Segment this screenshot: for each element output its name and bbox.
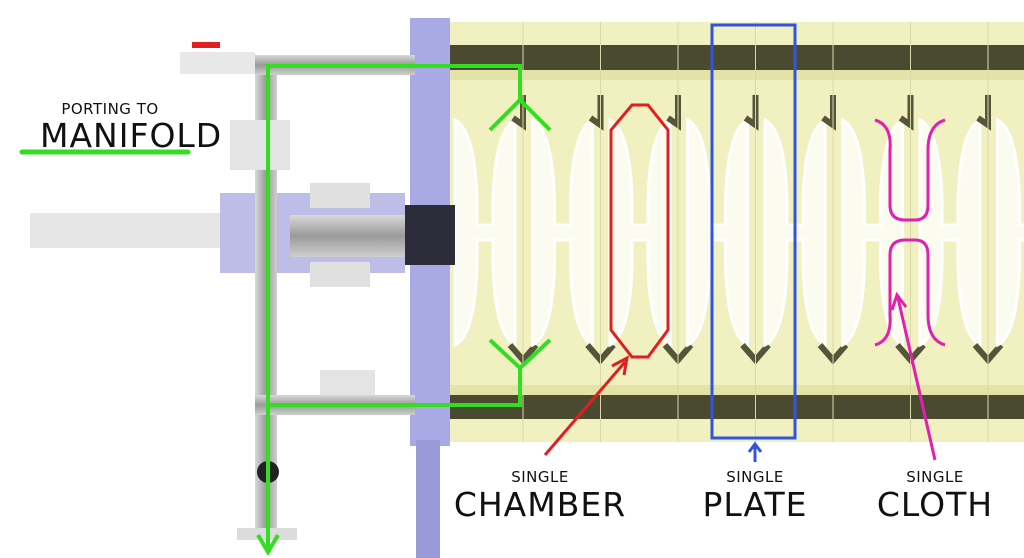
chamber-recess: [686, 117, 749, 348]
cloth-label-big: CLOTH: [876, 485, 994, 524]
flow-path: [256, 64, 552, 556]
chamber-label-small: SINGLE: [511, 468, 569, 486]
cloth-label: SINGLE CLOTH: [855, 468, 1015, 524]
chamber-recess: [841, 117, 904, 348]
plate-stack: [450, 22, 1024, 442]
chamber-recess: [531, 117, 594, 348]
chamber-outline: [543, 103, 670, 456]
cloth-outline: [874, 118, 946, 461]
chamber-label-big: CHAMBER: [453, 485, 627, 524]
chamber-recess: [996, 117, 1024, 348]
end-plate: [405, 18, 455, 558]
plate-label-small: SINGLE: [726, 468, 784, 486]
manifold-label-big: MANIFOLD: [40, 116, 223, 155]
manifold-label: PORTING TO MANIFOLD: [40, 100, 223, 155]
manifold-label-small: PORTING TO: [61, 100, 159, 118]
chamber-recess: [608, 117, 672, 348]
chamber-recess: [918, 117, 982, 348]
plate-outline: [710, 23, 797, 462]
cloth-label-small: SINGLE: [906, 468, 964, 486]
chamber-label: SINGLE CHAMBER: [440, 468, 640, 524]
chamber-recess: [453, 117, 517, 348]
plate-label-big: PLATE: [702, 485, 808, 524]
plate-label: SINGLE PLATE: [680, 468, 830, 524]
feed-pipe: [30, 183, 470, 287]
